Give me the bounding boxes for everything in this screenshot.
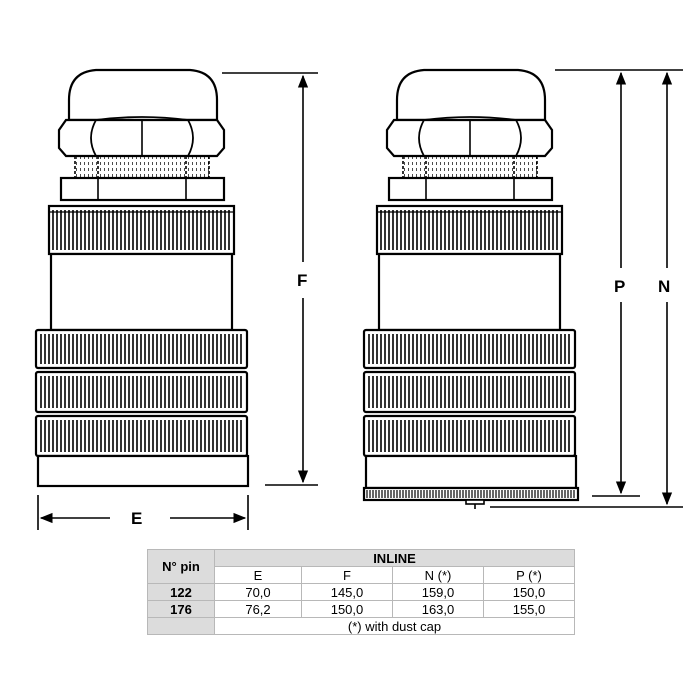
value-cell-p: 150,0 (483, 583, 575, 601)
left-gland-dome (67, 68, 219, 122)
dimension-table: N° pin INLINE E F N (*) P (*) 122 70,0 1… (147, 549, 575, 635)
footnote: (*) with dust cap (214, 617, 575, 635)
right-lower-hex (387, 176, 554, 202)
value-cell-p: 155,0 (483, 600, 575, 618)
column-header-e: E (214, 566, 302, 584)
table-row: 176 76,2 150,0 163,0 155,0 (147, 600, 575, 618)
left-thread-neck (75, 156, 209, 178)
dimension-P-label: P (614, 277, 625, 296)
connector-left (34, 68, 250, 488)
column-header-p: P (*) (483, 566, 575, 584)
right-thread-neck (403, 156, 537, 178)
value-cell-f: 145,0 (301, 583, 393, 601)
column-header-f: F (301, 566, 393, 584)
table-row: 122 70,0 145,0 159,0 150,0 (147, 583, 575, 601)
value-cell-n: 159,0 (392, 583, 484, 601)
left-plain-sleeve (49, 252, 234, 332)
pin-header: N° pin (147, 549, 215, 584)
dimension-F (222, 72, 318, 486)
left-base-sleeve (36, 454, 250, 488)
right-dust-cap-stud (465, 499, 485, 505)
dimension-F-label: F (297, 271, 307, 290)
dimension-P (555, 69, 683, 497)
connector-dimension-drawing: F E (34, 68, 683, 530)
value-cell-e: 70,0 (214, 583, 302, 601)
right-gland-dome (395, 68, 547, 122)
right-base-sleeve (364, 454, 578, 490)
dimension-N (490, 71, 683, 508)
dimension-E (37, 495, 249, 530)
dimension-N-label: N (658, 277, 670, 296)
connector-right (362, 68, 580, 509)
value-cell-n: 163,0 (392, 600, 484, 618)
dimension-E-label: E (131, 509, 142, 528)
blank-cell (147, 617, 215, 635)
inline-header: INLINE (214, 549, 575, 567)
value-cell-e: 76,2 (214, 600, 302, 618)
pin-cell: 176 (147, 600, 215, 618)
value-cell-f: 150,0 (301, 600, 393, 618)
right-plain-sleeve (377, 252, 562, 332)
column-header-n: N (*) (392, 566, 484, 584)
pin-cell: 122 (147, 583, 215, 601)
left-lower-hex (59, 176, 226, 202)
